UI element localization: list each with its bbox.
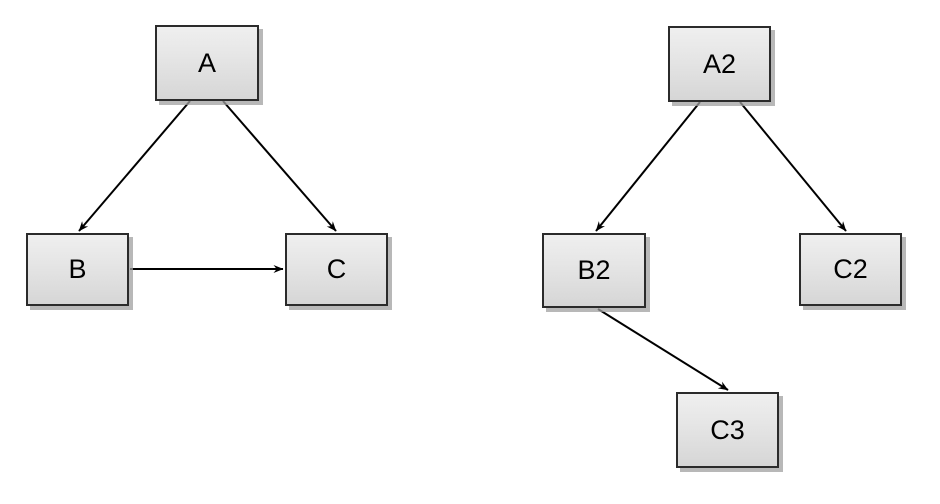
edge-a2-to-c2	[739, 101, 847, 232]
edge-b2-to-c3	[597, 308, 729, 391]
node-b[interactable]: B	[26, 233, 129, 306]
node-a[interactable]: A	[155, 25, 259, 101]
edge-a-to-b	[78, 100, 191, 232]
node-c2[interactable]: C2	[799, 233, 902, 306]
node-c[interactable]: C	[285, 233, 388, 306]
node-label: B	[68, 254, 87, 284]
edge-a-to-c	[222, 100, 337, 232]
node-label: A	[197, 47, 216, 78]
node-b2[interactable]: B2	[542, 233, 646, 308]
node-label: A2	[702, 48, 737, 79]
edge-a2-to-b2	[595, 101, 701, 232]
node-label: B2	[577, 255, 611, 285]
edges-group	[78, 100, 847, 391]
node-label: C3	[710, 414, 745, 445]
node-label: C	[326, 254, 347, 284]
node-label: C2	[833, 254, 868, 284]
node-a2[interactable]: A2	[668, 26, 771, 102]
node-c3[interactable]: C3	[676, 392, 779, 468]
